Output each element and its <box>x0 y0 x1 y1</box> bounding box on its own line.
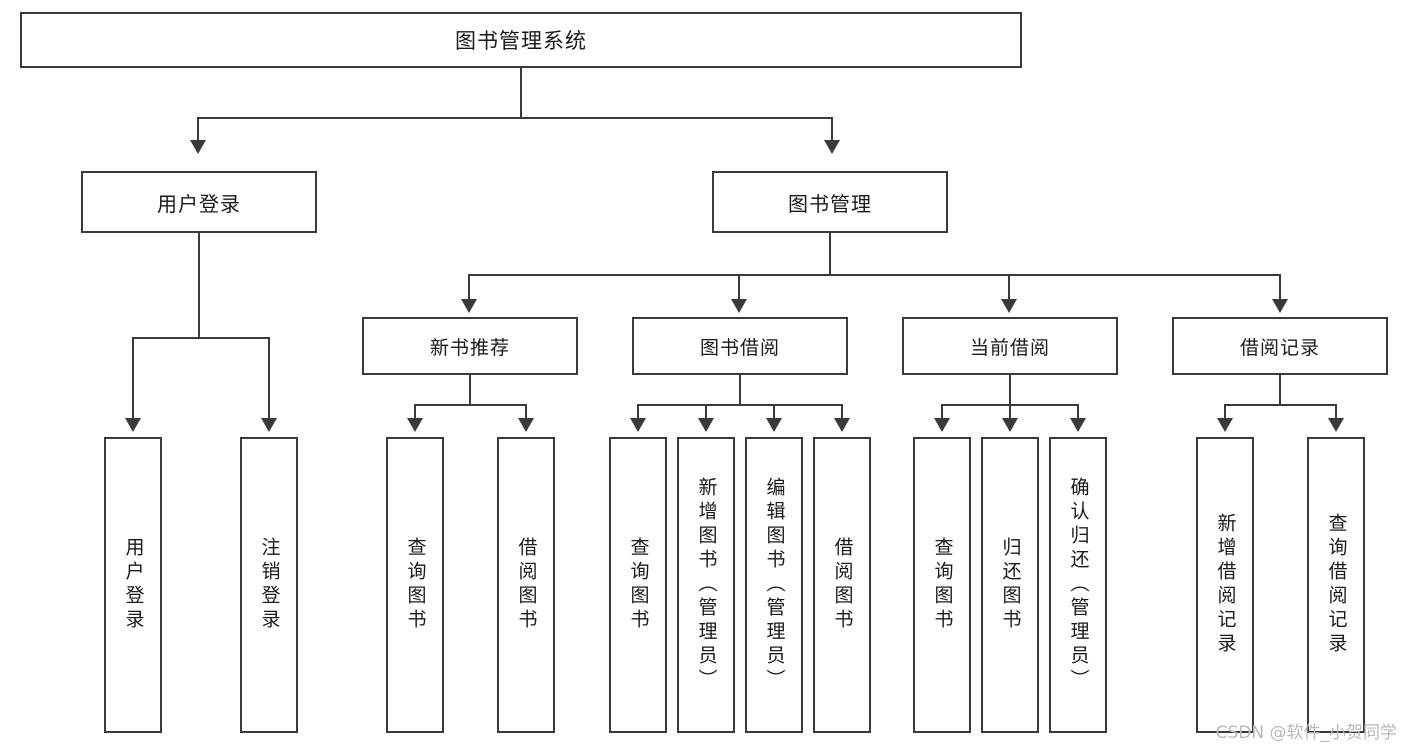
connector-user-login-stem <box>198 233 200 338</box>
connector-book-mgmt-to-book-borrow <box>738 274 740 304</box>
leaf-label: 查询图书 <box>931 537 954 633</box>
leaf-label: 确认归还（管理员） <box>1067 477 1090 693</box>
arrowhead-book-borrow-leaf-0 <box>630 418 646 432</box>
leaf-book-borrow-2[interactable]: 编辑图书（管理员） <box>745 437 803 733</box>
connector-book-borrow-to-leaf-0 <box>637 404 639 423</box>
arrowhead-new-book-leaf-1 <box>518 418 534 432</box>
leaf-book-borrow-3[interactable]: 借阅图书 <box>813 437 871 733</box>
arrowhead-borrow-record-leaf-0 <box>1217 418 1233 432</box>
leaf-user-login-0[interactable]: 用户登录 <box>104 437 162 733</box>
node-label: 图书管理系统 <box>455 29 587 53</box>
arrowhead-user-login <box>190 140 206 154</box>
node-label: 当前借阅 <box>969 336 1050 359</box>
leaf-borrow-record-1[interactable]: 查询借阅记录 <box>1307 437 1365 733</box>
connector-current-borrow-to-leaf-1 <box>1009 404 1011 423</box>
node-new-book-recommend[interactable]: 新书推荐 <box>362 317 578 375</box>
connector-borrow-record-bus <box>1224 404 1337 406</box>
leaf-label: 查询图书 <box>627 537 650 633</box>
connector-book-mgmt-to-current-borrow <box>1008 274 1010 304</box>
leaf-label: 用户登录 <box>122 537 145 633</box>
leaf-borrow-record-0[interactable]: 新增借阅记录 <box>1196 437 1254 733</box>
leaf-label: 归还图书 <box>999 537 1022 633</box>
arrowhead-book-borrow-leaf-3 <box>834 418 850 432</box>
arrowhead-current-borrow-leaf-1 <box>1002 418 1018 432</box>
node-book-management[interactable]: 图书管理 <box>712 171 948 233</box>
node-label: 新书推荐 <box>429 336 510 359</box>
connector-borrow-record-to-leaf-1 <box>1335 404 1337 423</box>
connector-root-to-user-login <box>197 117 199 145</box>
node-current-borrow[interactable]: 当前借阅 <box>902 317 1118 375</box>
leaf-label: 新增借阅记录 <box>1214 513 1237 657</box>
connector-book-borrow-bus <box>637 404 843 406</box>
connector-new-book-stem <box>469 375 471 405</box>
arrowhead-book-borrow-leaf-1 <box>698 418 714 432</box>
leaf-book-borrow-1[interactable]: 新增图书（管理员） <box>677 437 735 733</box>
leaf-label: 新增图书（管理员） <box>695 477 718 693</box>
arrowhead-book-borrow-leaf-2 <box>766 418 782 432</box>
arrowhead-user-login-leaf-0 <box>125 418 141 432</box>
connector-root-to-book-mgmt <box>831 117 833 145</box>
arrowhead-new-book-leaf-0 <box>407 418 423 432</box>
node-root-system[interactable]: 图书管理系统 <box>20 12 1022 68</box>
connector-book-mgmt-to-borrow-record <box>1279 274 1281 304</box>
leaf-label: 编辑图书（管理员） <box>763 477 786 693</box>
connector-current-borrow-to-leaf-0 <box>941 404 943 423</box>
leaf-label: 借阅图书 <box>831 537 854 633</box>
leaf-current-borrow-1[interactable]: 归还图书 <box>981 437 1039 733</box>
node-label: 借阅记录 <box>1239 336 1320 359</box>
arrowhead-borrow-record-leaf-1 <box>1328 418 1344 432</box>
leaf-user-login-1[interactable]: 注销登录 <box>240 437 298 733</box>
node-user-login[interactable]: 用户登录 <box>81 171 317 233</box>
connector-user-login-to-leaf-1 <box>268 337 270 423</box>
connector-new-book-to-leaf-0 <box>414 404 416 423</box>
node-borrow-record[interactable]: 借阅记录 <box>1172 317 1388 375</box>
connector-book-mgmt-stem <box>829 233 831 275</box>
connector-book-borrow-stem <box>739 375 741 405</box>
leaf-new-book-0[interactable]: 查询图书 <box>386 437 444 733</box>
connector-root-stem <box>520 68 522 117</box>
arrowhead-current-borrow-leaf-0 <box>934 418 950 432</box>
node-label: 图书管理 <box>788 191 872 216</box>
arrowhead-book-mgmt <box>824 140 840 154</box>
connector-user-login-to-leaf-0 <box>132 337 134 423</box>
connector-book-borrow-to-leaf-3 <box>841 404 843 423</box>
leaf-label: 注销登录 <box>258 537 281 633</box>
connector-user-login-bus <box>132 337 268 339</box>
leaf-label: 查询图书 <box>404 537 427 633</box>
connector-book-mgmt-to-new-book <box>468 274 470 304</box>
arrowhead-current-borrow-leaf-2 <box>1070 418 1086 432</box>
connector-book-borrow-to-leaf-1 <box>705 404 707 423</box>
node-book-borrow[interactable]: 图书借阅 <box>632 317 848 375</box>
connector-book-borrow-to-leaf-2 <box>773 404 775 423</box>
connector-borrow-record-to-leaf-0 <box>1224 404 1226 423</box>
watermark-text: CSDN @软件_小贺同学 <box>1215 723 1397 743</box>
connector-borrow-record-stem <box>1279 375 1281 405</box>
leaf-current-borrow-2[interactable]: 确认归还（管理员） <box>1049 437 1107 733</box>
connector-current-borrow-to-leaf-2 <box>1077 404 1079 423</box>
arrowhead-book-borrow <box>731 299 747 313</box>
connector-book-mgmt-bus <box>468 274 1281 276</box>
leaf-label: 借阅图书 <box>515 537 538 633</box>
arrowhead-current-borrow <box>1001 299 1017 313</box>
leaf-current-borrow-0[interactable]: 查询图书 <box>913 437 971 733</box>
arrowhead-borrow-record <box>1272 299 1288 313</box>
arrowhead-new-book <box>461 299 477 313</box>
node-label: 图书借阅 <box>699 336 780 359</box>
connector-new-book-to-leaf-1 <box>525 404 527 423</box>
connector-current-borrow-stem <box>1009 375 1011 405</box>
arrowhead-user-login-leaf-1 <box>261 418 277 432</box>
leaf-book-borrow-0[interactable]: 查询图书 <box>609 437 667 733</box>
connector-root-bus <box>197 117 833 119</box>
connector-new-book-bus <box>414 404 527 406</box>
node-label: 用户登录 <box>157 191 241 216</box>
leaf-label: 查询借阅记录 <box>1325 513 1348 657</box>
leaf-new-book-1[interactable]: 借阅图书 <box>497 437 555 733</box>
